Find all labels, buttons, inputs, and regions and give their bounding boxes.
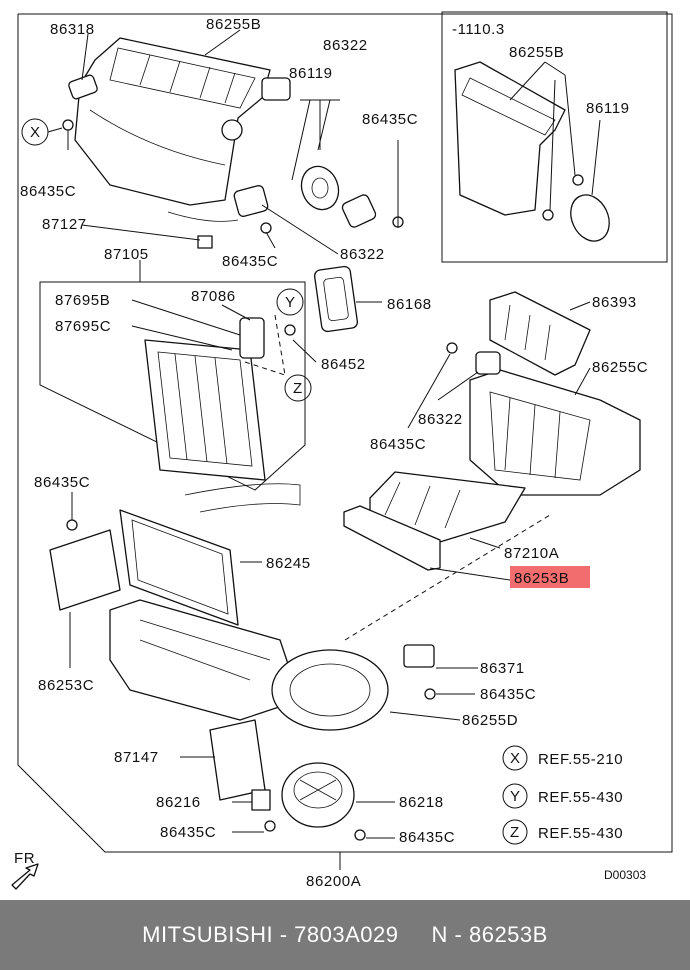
bracket-86216 [251,789,271,811]
footer-separator: - [273,922,295,947]
actuator-86322-mid [233,185,269,217]
label-86435C-b1: 86435C [480,686,536,703]
resistor-86371 [403,644,435,668]
svg-text:Y: Y [510,788,521,805]
upper-blower-housing [74,37,291,206]
svg-text:X: X [510,750,521,767]
footer-position: N - 86253B [431,922,548,947]
actuator-86322-top [341,194,377,228]
label-86255B: 86255B [206,16,261,33]
ref-legend-z: Z REF.55-430 [502,819,623,845]
highlight-86253B [510,566,590,588]
label-86435C-left-2: 86435C [34,474,90,491]
ref-legend-x: X REF.55-210 [502,745,623,771]
label-87695C: 87695C [55,318,111,335]
footer-part-number: 7803A029 [294,922,399,947]
label-86168: 86168 [387,296,432,313]
label-87695B: 87695B [55,292,110,309]
seal-86168 [313,265,359,333]
diagram-code: D00303 [604,868,646,882]
screw-86435C-top-right [392,140,404,228]
marker-y: Y [276,288,304,316]
label-86435C-mid: 86435C [222,253,278,270]
label-86218: 86218 [399,794,444,811]
heater-core [144,339,266,481]
filter-frame-86253B [343,505,441,571]
label-87105: 87105 [104,246,149,263]
heater-group-frame [39,281,306,491]
label-86200A: 86200A [306,873,361,890]
blower-motor-86218 [281,762,355,828]
label-86435C-right: 86435C [370,436,426,453]
screw-86435C-mid [260,222,272,234]
label-86255C: 86255C [592,359,648,376]
actuator-86322-right [475,351,501,375]
label-86119: 86119 [289,65,333,82]
direction-label: FR [14,850,35,867]
label-86371: 86371 [480,660,525,677]
label-86322-mid: 86322 [340,246,385,263]
label-86435C-b2: 86435C [160,824,216,841]
lower-case [109,599,301,721]
label-87210A: 87210A [504,545,559,562]
svg-text:Y: Y [285,294,296,311]
screw-86435C-b3 [354,829,366,841]
label-87086: 87086 [191,288,236,305]
screw-86435C-b1 [424,688,436,700]
evaporator-86245 [119,483,301,626]
linkage-87127 [167,211,239,249]
inset-housing-86255B [454,61,610,242]
label-86253B-highlighted[interactable]: 86253B [514,570,569,587]
label-87147: 87147 [114,749,159,766]
screw-86435C-b2 [264,820,276,832]
svg-text:Z: Z [510,824,520,841]
label-86452: 86452 [321,356,366,373]
label-86435C-left: 86435C [20,183,76,200]
label-86435C-b3: 86435C [399,829,455,846]
label-86253C: 86253C [38,677,94,694]
svg-text:REF.55-430: REF.55-430 [538,789,623,806]
label-86322-right: 86322 [418,411,463,428]
intake-housing-86255C [469,369,641,496]
exploded-parts-diagram: -1110.3 [11,11,673,890]
label-86393: 86393 [592,294,637,311]
label-86318: 86318 [50,21,95,38]
footer-brand: MITSUBISHI [142,922,274,947]
gear-plate-86119 [300,165,340,211]
screw-86435C-left-2 [66,492,78,531]
ref-legend-y: Y REF.55-430 [502,783,623,809]
part-footer-bar: MITSUBISHI - 7803A029 N - 86253B [0,900,690,970]
blower-case-86255D [271,649,389,731]
screw-86452 [284,324,317,363]
front-direction-arrow-icon [11,863,39,890]
variant-label: -1110.3 [452,21,505,38]
diagram-frame [17,13,673,853]
label-86216: 86216 [156,794,201,811]
bracket-86253C [49,529,121,668]
label-86435C-top-right: 86435C [362,111,418,128]
filter-cover-86393 [489,291,591,376]
expansion-valve-87086 [239,317,265,359]
ecu-87147 [209,719,266,801]
svg-text:REF.55-210: REF.55-210 [538,751,623,768]
label-86119-inset: 86119 [586,100,630,117]
label-86322-top: 86322 [323,37,368,54]
screw-86435C-right [446,342,458,354]
marker-x: X [21,118,49,146]
actuator-86318 [68,74,98,100]
svg-text:X: X [30,124,41,141]
svg-text:Z: Z [293,380,303,397]
label-86255D: 86255D [462,712,518,729]
label-87127: 87127 [42,216,87,233]
screw-86435C-left [62,119,74,150]
svg-text:REF.55-430: REF.55-430 [538,825,623,842]
label-86245: 86245 [266,555,311,572]
footer-gap [398,922,431,948]
label-86255B-inset: 86255B [509,44,564,61]
variant-inset-frame [441,11,668,263]
marker-z: Z [284,374,312,402]
